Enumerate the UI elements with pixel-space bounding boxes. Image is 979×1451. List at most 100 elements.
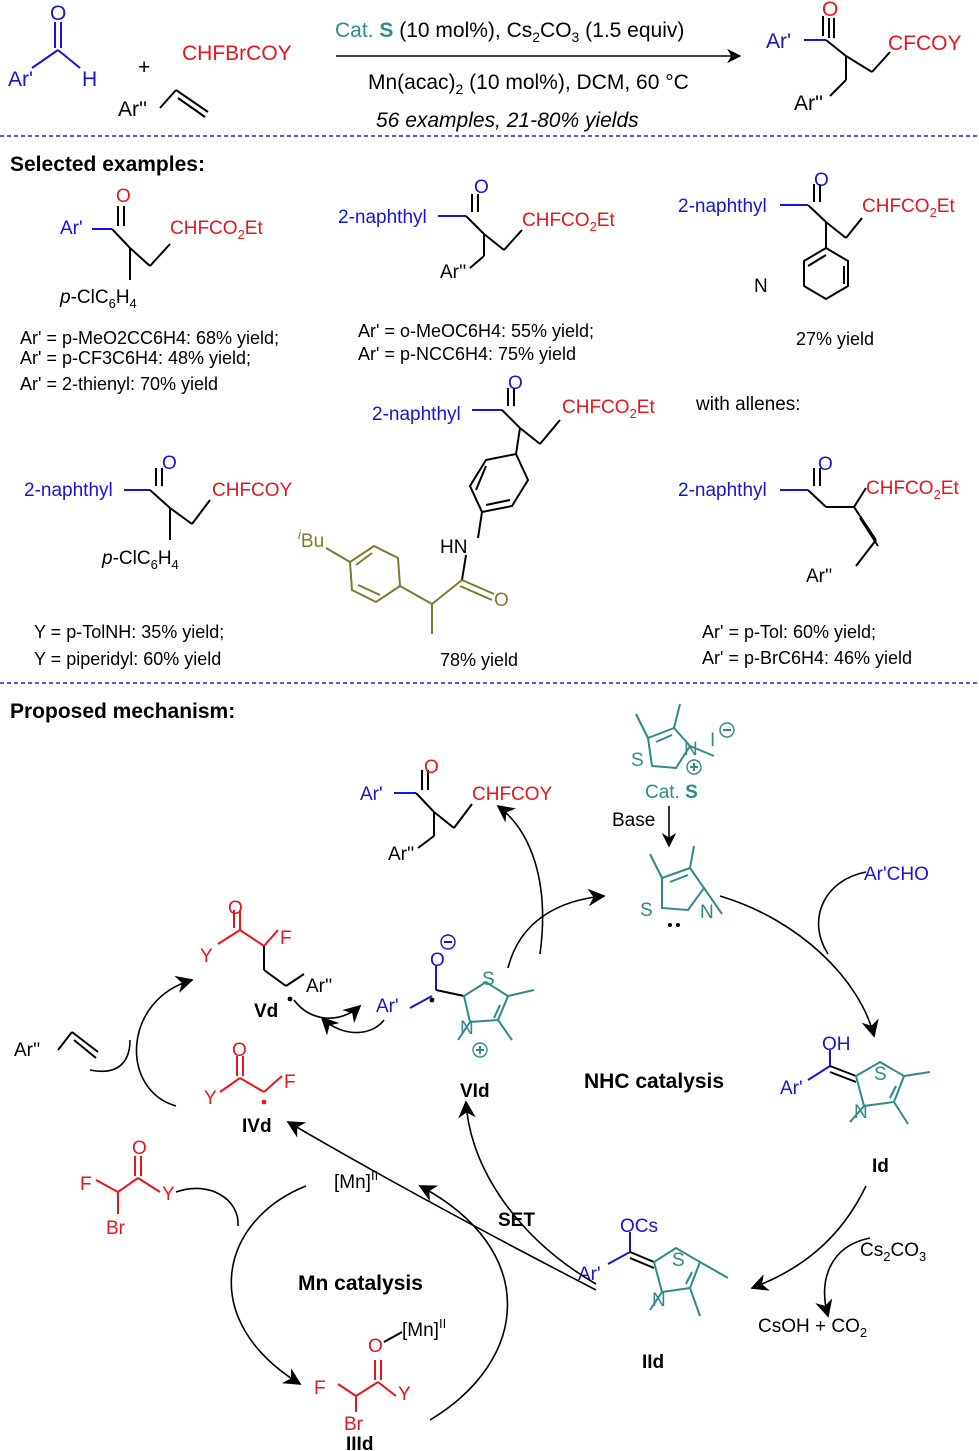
- br-reagent-o: O: [132, 1138, 147, 1159]
- nhc-cycle-label: NHC catalysis: [584, 1070, 724, 1093]
- id-oh: OH: [822, 1034, 851, 1055]
- free-carbene-structure: S N: [640, 845, 723, 927]
- example-4: 2-naphthyl O CHFCOY p-ClC6H4 Y = p-TolNH…: [24, 453, 293, 669]
- ex1-chain-label: CHFCO2Et: [170, 218, 263, 242]
- vd-o: O: [228, 898, 243, 919]
- label-iid: IId: [642, 1352, 664, 1373]
- conditions-line-2: Mn(acac)2 (10 mol%), DCM, 60 °C: [368, 71, 689, 97]
- ex2-yield-1: Ar' = o-MeOC6H4: 55% yield;: [358, 321, 594, 341]
- ex4-o-label: O: [162, 453, 177, 474]
- oxyanion-charge-icon: [440, 934, 456, 950]
- iid-n: N: [652, 1290, 666, 1311]
- br-reagent-y: Y: [162, 1184, 175, 1205]
- label-ivd: IVd: [242, 1116, 272, 1137]
- aldehyde-ar-label: Ar': [8, 68, 33, 91]
- general-reaction: Ar' O H + CHFBrCOY Ar'' Cat. S (10 mol%)…: [8, 0, 962, 132]
- csoh-label: CsOH + CO2: [758, 1316, 867, 1340]
- ex5-o-label: O: [508, 373, 523, 394]
- mechanism-heading: Proposed mechanism:: [10, 700, 235, 723]
- ex4-yield-2: Y = piperidyl: 60% yield: [34, 649, 221, 669]
- ex3-ar-label: 2-naphthyl: [678, 196, 767, 217]
- iiid-br: Br: [344, 1414, 364, 1435]
- mn-ii-label: [Mn]II: [334, 1168, 378, 1193]
- example-2: 2-naphthyl O CHFCO2Et Ar'' Ar' = o-MeOC6…: [338, 177, 615, 364]
- mn-cycle-label: Mn catalysis: [298, 1272, 423, 1295]
- catalyst-s-structure: S N I Cat. S Base: [612, 703, 735, 831]
- cs2co3-label: Cs2CO3: [860, 1240, 926, 1264]
- iminium-charge-icon: [472, 1042, 488, 1058]
- ex5-amide-o: O: [494, 590, 509, 611]
- ex2-o-label: O: [474, 177, 489, 198]
- conditions-line-3: 56 examples, 21-80% yields: [376, 109, 639, 132]
- cat-s-label: Cat. S: [645, 782, 698, 803]
- ivd-o: O: [232, 1040, 247, 1061]
- iiid-o: O: [368, 1336, 383, 1357]
- ivd-y: Y: [204, 1088, 217, 1109]
- product-structure: Ar' O CFCOY Ar'': [766, 0, 962, 115]
- bromide-reagent-mech: F Br O Y: [80, 1138, 175, 1239]
- ex4-yield-1: Y = p-TolNH: 35% yield;: [34, 622, 224, 642]
- plus-sign: +: [138, 56, 150, 79]
- ex6-chain-label: CHFCO2Et: [866, 478, 959, 502]
- ex4-substituent-label: p-ClC6H4: [101, 548, 179, 572]
- cat-s-atom: S: [631, 750, 644, 771]
- mech-product-o: O: [424, 757, 439, 778]
- intermediate-vid: Ar' O S N VId: [376, 934, 535, 1102]
- ex5-ibu-label: iBu: [298, 527, 324, 552]
- product-ar-label: Ar': [766, 30, 791, 53]
- iiid-f: F: [314, 1378, 326, 1399]
- mech-product-ar: Ar': [360, 784, 383, 805]
- iiid-y: Y: [398, 1384, 411, 1405]
- iid-s: S: [672, 1250, 685, 1271]
- conditions-line-1: Cat. S (10 mol%), Cs2CO3 (1.5 equiv): [335, 19, 684, 45]
- label-id: Id: [872, 1156, 889, 1177]
- mech-alkene: Ar'': [14, 1031, 99, 1061]
- intermediate-iiid: F Br O Y [Mn]II IIId: [314, 1316, 446, 1451]
- ex1-yield-2: Ar' = p-CF3C6H4: 48% yield;: [20, 348, 251, 368]
- iid-ocs: OCs: [620, 1216, 658, 1237]
- vid-n: N: [460, 1018, 474, 1039]
- examples-heading: Selected examples:: [10, 153, 205, 176]
- archo-label: Ar'CHO: [864, 864, 929, 885]
- intermediate-id: OH Ar' S N Id: [780, 1034, 931, 1177]
- example-1: Ar' O CHFCO2Et p-ClC6H4 Ar' = p-MeO2CC6H…: [20, 186, 279, 394]
- set-label: SET: [498, 1210, 535, 1231]
- br-reagent-f: F: [80, 1174, 92, 1195]
- ex5-hn-label: HN: [440, 537, 467, 558]
- ex1-yield-1: Ar' = p-MeO2CC6H4: 68% yield;: [20, 328, 279, 348]
- ex1-ar-label: Ar': [60, 218, 83, 239]
- ivd-f: F: [284, 1072, 296, 1093]
- alkene-ar-label: Ar'': [118, 98, 147, 121]
- ex1-substituent-label: p-ClC6H4: [59, 287, 137, 311]
- carbene-s: S: [640, 900, 653, 921]
- vid-s: S: [482, 969, 495, 990]
- aldehyde-o-label: O: [50, 2, 66, 25]
- label-vid: VId: [460, 1081, 490, 1102]
- ex5-ar-label: 2-naphthyl: [372, 404, 461, 425]
- id-s: S: [874, 1064, 887, 1085]
- aldehyde-h-label: H: [82, 68, 97, 91]
- plus-charge-icon: [686, 759, 702, 775]
- iid-ar: Ar': [578, 1264, 601, 1285]
- ex6-ar2-label: Ar'': [806, 566, 832, 587]
- ex5-yield: 78% yield: [440, 650, 518, 670]
- example-3: 2-naphthyl O CHFCO2Et N 27% yield: [678, 170, 955, 349]
- example-6: with allenes: 2-naphthyl O CHFCO2Et Ar''…: [678, 394, 959, 668]
- minus-charge-icon: [719, 722, 735, 738]
- label-iiid: IIId: [346, 1434, 373, 1451]
- ex6-yield-1: Ar' = p-Tol: 60% yield;: [702, 622, 876, 642]
- id-n: N: [854, 1102, 868, 1123]
- cycle-arrows: [89, 804, 879, 1421]
- ex3-chain-label: CHFCO2Et: [862, 196, 955, 220]
- product-chain-label: CFCOY: [888, 32, 962, 55]
- mech-product-chain: CHFCOY: [472, 784, 553, 805]
- example-5: 2-naphthyl O CHFCO2Et HN iBu O 78% yield: [298, 373, 655, 670]
- ex3-yield: 27% yield: [796, 329, 874, 349]
- intermediate-ivd: O Y F IVd: [204, 1040, 296, 1137]
- ex2-ar-label: 2-naphthyl: [338, 207, 427, 228]
- label-vd: Vd: [254, 1001, 278, 1022]
- iodide-label: I: [710, 730, 715, 751]
- vid-o: O: [430, 950, 445, 971]
- vd-y: Y: [200, 946, 213, 967]
